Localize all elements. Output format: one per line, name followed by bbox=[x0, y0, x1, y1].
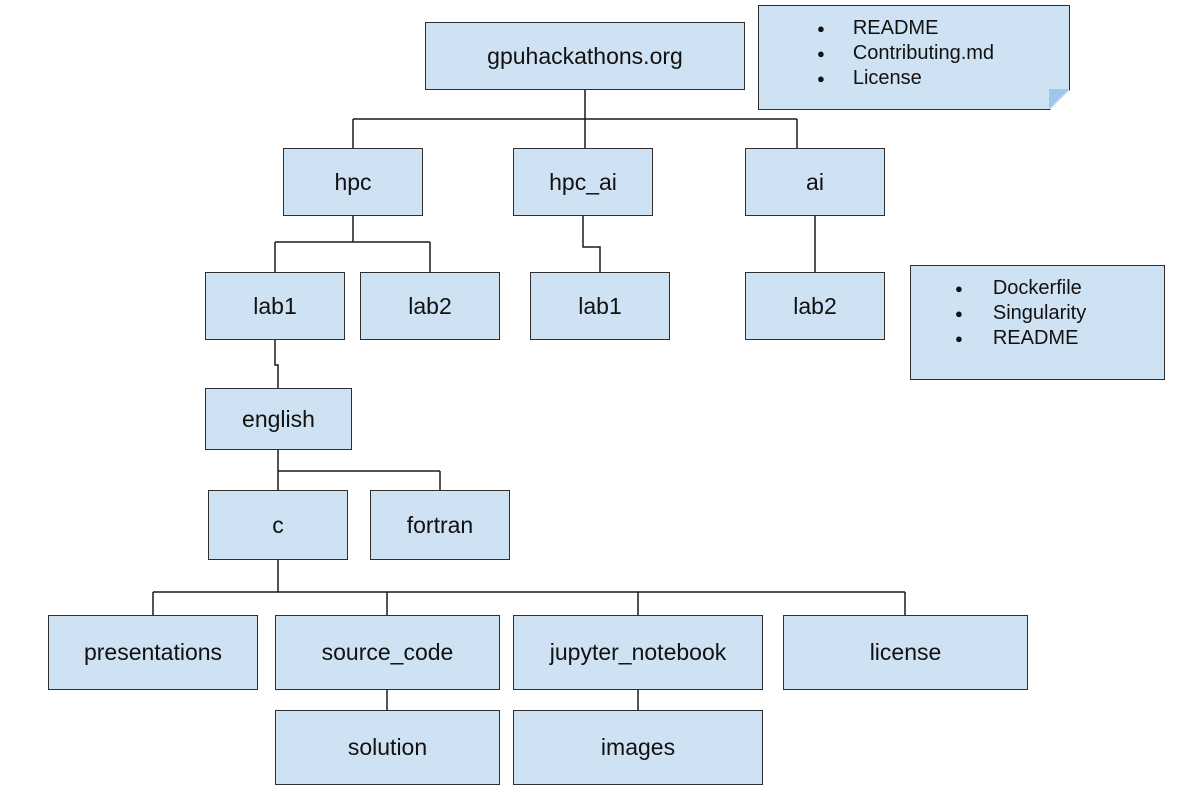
node-label: lab2 bbox=[793, 292, 837, 319]
node-images: images bbox=[513, 710, 763, 785]
note-item-label: Singularity bbox=[992, 302, 1087, 324]
node-presentations: presentations bbox=[48, 615, 258, 690]
note-item: ● License bbox=[759, 66, 1069, 91]
bullet-icon: ● bbox=[955, 306, 963, 321]
bullet-icon: ● bbox=[817, 71, 825, 86]
node-fortran: fortran bbox=[370, 490, 510, 560]
bullet-icon: ● bbox=[955, 281, 963, 296]
node-solution: solution bbox=[275, 710, 500, 785]
node-label: english bbox=[242, 405, 315, 432]
note-item-label: Contributing.md bbox=[852, 42, 995, 64]
node-hpc-ai-lab1: lab1 bbox=[530, 272, 670, 340]
node-root: gpuhackathons.org bbox=[425, 22, 745, 90]
node-ai-lab2: lab2 bbox=[745, 272, 885, 340]
connector-english-to-c-fortran bbox=[277, 450, 441, 490]
node-label: c bbox=[272, 511, 284, 538]
node-label: images bbox=[600, 734, 676, 760]
node-label: solution bbox=[347, 734, 428, 760]
node-ai: ai bbox=[745, 148, 885, 216]
node-hpc-ai: hpc_ai bbox=[513, 148, 653, 216]
note-item: ● Dockerfile bbox=[911, 276, 1164, 301]
node-label: ai bbox=[806, 168, 824, 195]
bullet-icon: ● bbox=[955, 331, 963, 346]
note-item: ● README bbox=[759, 16, 1069, 41]
connector-root-to-level1 bbox=[352, 90, 798, 148]
node-label: gpuhackathons.org bbox=[487, 42, 683, 69]
node-label: lab1 bbox=[253, 292, 297, 319]
node-label: lab1 bbox=[578, 292, 622, 319]
node-english: english bbox=[205, 388, 352, 450]
node-label: jupyter_notebook bbox=[549, 639, 727, 665]
node-label: hpc bbox=[334, 168, 372, 195]
note-item-label: Dockerfile bbox=[992, 277, 1082, 299]
connector-hpc-to-labs bbox=[274, 216, 431, 272]
connector-hpcai-to-lab1 bbox=[582, 216, 601, 272]
node-label: fortran bbox=[406, 511, 474, 538]
note-root-files: ● README ● Contributing.md ● License bbox=[758, 5, 1070, 110]
note-item-label: README bbox=[992, 327, 1079, 349]
note-item: ● README bbox=[911, 326, 1164, 351]
bullet-icon: ● bbox=[817, 21, 825, 36]
node-label: source_code bbox=[321, 639, 454, 665]
bullet-icon: ● bbox=[817, 46, 825, 61]
note-item-label: License bbox=[852, 67, 922, 89]
note-item: ● Contributing.md bbox=[759, 41, 1069, 66]
note-item-label: README bbox=[852, 17, 939, 39]
node-label: lab2 bbox=[408, 292, 452, 319]
node-hpc-lab2: lab2 bbox=[360, 272, 500, 340]
node-label: presentations bbox=[83, 639, 223, 665]
node-hpc: hpc bbox=[283, 148, 423, 216]
note-item: ● Singularity bbox=[911, 301, 1164, 326]
note-lab-files: ● Dockerfile ● Singularity ● README bbox=[910, 265, 1165, 380]
node-source-code: source_code bbox=[275, 615, 500, 690]
connector-c-to-children bbox=[152, 560, 906, 615]
node-license: license bbox=[783, 615, 1028, 690]
node-label: license bbox=[869, 639, 942, 665]
node-hpc-lab1: lab1 bbox=[205, 272, 345, 340]
connector-lab1-to-english bbox=[274, 340, 279, 388]
node-c: c bbox=[208, 490, 348, 560]
node-jupyter-notebook: jupyter_notebook bbox=[513, 615, 763, 690]
node-label: hpc_ai bbox=[549, 168, 617, 195]
